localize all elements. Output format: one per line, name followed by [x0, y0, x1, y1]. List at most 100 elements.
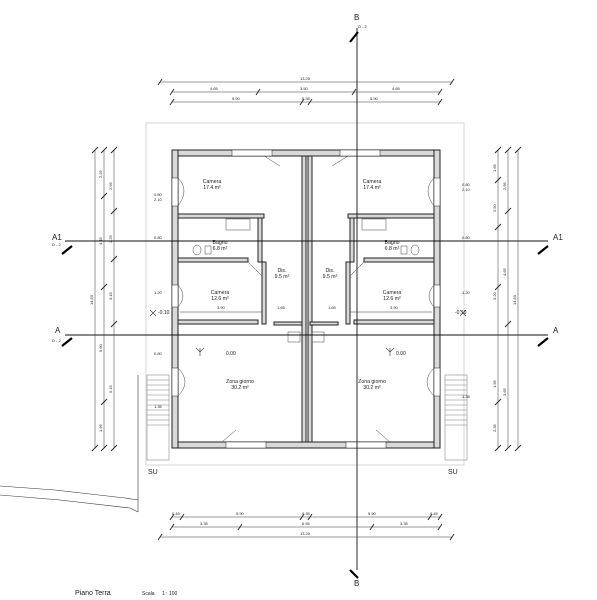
- dim-bottom: 5.90: [368, 511, 377, 516]
- section-b-bottom: B: [354, 579, 359, 588]
- opening-note: 2.10: [462, 187, 471, 192]
- dim-top: 0.35: [302, 96, 311, 101]
- dim-left: 1.95: [98, 423, 103, 432]
- dim-bottom: 6.55: [302, 521, 311, 526]
- opening-notes: 0.80 2.10 0.80 2.10 0.80 0.80 1.20 1.20 …: [154, 182, 471, 409]
- dim-bottom: 5.90: [236, 511, 245, 516]
- opening-note: 0.80: [154, 235, 163, 240]
- opening-note: 3.90: [217, 305, 226, 310]
- opening-note: 1.35: [154, 404, 163, 409]
- room-name: Zona giorno: [358, 379, 386, 385]
- interior-walls: [177, 213, 435, 326]
- dim-bottom: 3.35: [400, 521, 409, 526]
- section-lines: [61, 28, 549, 579]
- dim-bottom: 0.45: [430, 511, 439, 516]
- opening-note: 3.90: [390, 305, 399, 310]
- dim-top: 3.50: [300, 86, 309, 91]
- room-area: 12.6 m²: [211, 296, 229, 302]
- opening-note: 1.35: [462, 394, 471, 399]
- section-a1-right: A1: [553, 233, 563, 242]
- dim-right: 2.35: [492, 423, 497, 432]
- room-area: 17.4 m²: [363, 185, 381, 191]
- scale-label: Scala: [142, 591, 155, 597]
- room-name: Bagno: [212, 240, 227, 246]
- room-area: 12.6 m²: [383, 296, 401, 302]
- stair-right: [444, 374, 468, 461]
- opening-note: 1.20: [462, 290, 471, 295]
- dim-top-total: 13.20: [300, 76, 311, 81]
- section-a1-left: A1: [52, 233, 62, 242]
- section-b-top: B: [354, 13, 359, 22]
- dim-right-total: 14.50: [512, 294, 517, 305]
- dim-right-inner: 2.95: [502, 181, 507, 190]
- room-area: 6.8 m²: [213, 246, 228, 252]
- section-a-left-sub: D - 2: [52, 338, 61, 343]
- room-name: Bagno: [384, 240, 399, 246]
- dim-right: 1.65: [492, 163, 497, 172]
- dims-left: [91, 146, 118, 452]
- dim-right: 2.50: [492, 203, 497, 212]
- dim-right-inner: 3.65: [502, 387, 507, 396]
- dim-left-inner: 5.15: [108, 384, 113, 393]
- window-openings: [171, 149, 441, 449]
- dim-left: 5.60: [98, 343, 103, 352]
- dim-top: 4.65: [210, 86, 219, 91]
- dim-top: 5.90: [370, 96, 379, 101]
- room-area: 9.5 m²: [323, 274, 338, 280]
- room-name: Dis.: [278, 268, 287, 274]
- opening-note: 1.65: [277, 305, 286, 310]
- section-a-right: A: [553, 326, 559, 335]
- opening-note: 0.80: [154, 351, 163, 356]
- room-area: 6.8 m²: [385, 246, 400, 252]
- room-name: Zona giorno: [226, 379, 254, 385]
- dims-right: [494, 146, 522, 452]
- opening-note: 2.10: [154, 197, 163, 202]
- opening-note: 0.80: [154, 192, 163, 197]
- level-value: 0.00: [396, 351, 406, 357]
- opening-note: 1.65: [328, 305, 337, 310]
- room-area: 30.2 m²: [363, 385, 381, 391]
- dims-top: [157, 78, 455, 106]
- bath-fixtures: [192, 218, 420, 256]
- dim-left-total: 14.50: [89, 294, 94, 305]
- opening-note: 0.80: [462, 182, 471, 187]
- su-label-left: SU: [148, 469, 158, 476]
- room-name: Camera: [203, 179, 222, 185]
- room-name: Camera: [211, 290, 230, 296]
- section-b-top-sub: D - 2: [358, 24, 367, 29]
- dim-bottom: 0.35: [302, 511, 311, 516]
- level-value: -0.10: [455, 310, 467, 316]
- dim-top: 5.90: [232, 96, 241, 101]
- dim-top: 4.65: [392, 86, 401, 91]
- dim-left: 4.45: [98, 236, 103, 245]
- section-a1-left-sub: D - 2: [52, 242, 61, 247]
- level-value: 0.00: [226, 351, 236, 357]
- dim-bottom: 0.45: [172, 511, 181, 516]
- room-area: 9.5 m²: [275, 274, 290, 280]
- stair-left: [146, 374, 170, 461]
- level-value: -0.10: [158, 310, 170, 316]
- su-label-right: SU: [448, 469, 458, 476]
- site-boundary: [0, 375, 139, 513]
- dim-right: 3.20: [492, 291, 497, 300]
- level-marks: 0.00 0.00 -0.10 -0.10: [149, 309, 467, 357]
- opening-note: 0.80: [462, 235, 471, 240]
- dim-left-inner: 2.95: [108, 181, 113, 190]
- dim-left-inner: 3.15: [108, 291, 113, 300]
- room-labels: Camera 17.4 m² Camera 17.4 m² Bagno 6.8 …: [203, 179, 402, 391]
- door-swings: [177, 155, 435, 443]
- dims-bottom: [157, 513, 455, 541]
- room-area: 30.2 m²: [231, 385, 249, 391]
- dim-left-inner: 2.25: [108, 234, 113, 243]
- dim-right: 1.95: [492, 379, 497, 388]
- sheet-title: Piano Terra: [75, 590, 111, 597]
- section-a-left: A: [55, 326, 61, 335]
- lot-outline: [145, 122, 465, 466]
- room-area: 17.4 m²: [203, 185, 221, 191]
- room-name: Camera: [363, 179, 382, 185]
- opening-note: 1.20: [154, 290, 163, 295]
- scale-value: 1 : 100: [162, 591, 178, 597]
- dim-left: 2.25: [98, 169, 103, 178]
- dim-right-inner: 4.65: [502, 267, 507, 276]
